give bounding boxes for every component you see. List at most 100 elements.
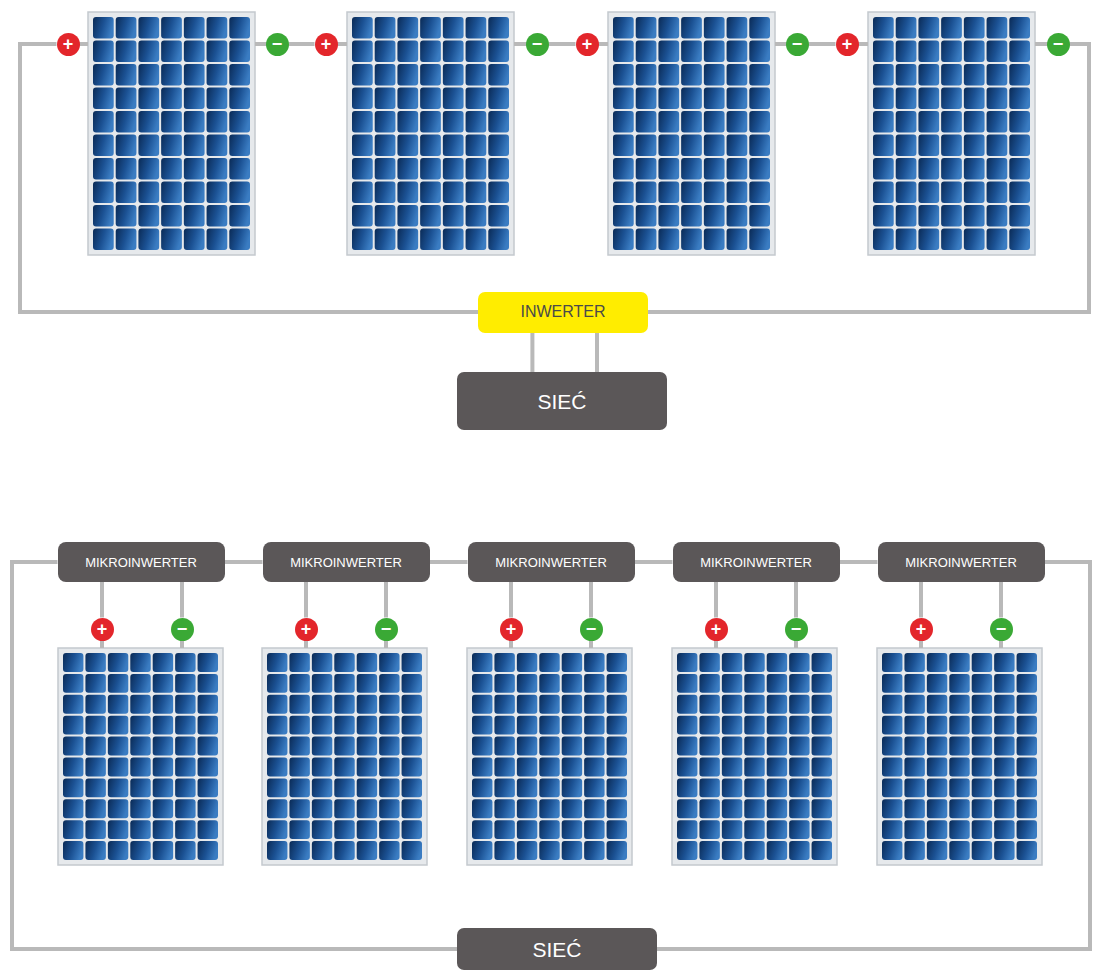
pv-cell [494, 841, 514, 860]
pv-cell [699, 674, 719, 693]
pv-cell [352, 229, 373, 251]
pv-cell [184, 17, 205, 39]
pv-cell [699, 695, 719, 714]
pv-cell [636, 41, 657, 63]
pv-cell [379, 737, 399, 756]
pv-cell [677, 716, 697, 735]
grid-box: SIEĆ [457, 928, 657, 970]
wire [304, 582, 308, 618]
pv-cell [539, 820, 559, 839]
pv-cell [727, 158, 748, 180]
pv-cell [744, 653, 764, 672]
pv-cell [607, 799, 627, 818]
pv-cell [443, 229, 464, 251]
pv-cell [63, 758, 83, 777]
node-label: + [711, 620, 722, 638]
pv-cell [289, 653, 309, 672]
pv-cell [607, 716, 627, 735]
pv-cell [175, 820, 195, 839]
wire [180, 582, 184, 618]
pv-cell [539, 841, 559, 860]
wire [549, 42, 576, 46]
pv-cell [699, 737, 719, 756]
pv-cell [904, 653, 924, 672]
pv-cell [184, 64, 205, 86]
pv-cell [397, 41, 418, 63]
pv-cell [85, 778, 105, 797]
pv-cell [517, 820, 537, 839]
pv-cell [130, 737, 150, 756]
pv-cell [267, 820, 287, 839]
negative-terminal: − [171, 618, 194, 641]
pv-cell [904, 778, 924, 797]
node-label: INWERTER [520, 304, 605, 320]
pv-cell [175, 778, 195, 797]
pv-cell [896, 205, 917, 227]
panel-lead [794, 640, 798, 648]
pv-cell [727, 229, 748, 251]
pv-cell [658, 88, 679, 110]
pv-cell [397, 229, 418, 251]
pv-cell [375, 41, 396, 63]
pv-cell [1017, 674, 1037, 693]
pv-cell [896, 229, 917, 251]
pv-cell [681, 158, 702, 180]
pv-cell [108, 737, 128, 756]
pv-cell [443, 158, 464, 180]
pv-cell [539, 758, 559, 777]
pv-cell [312, 695, 332, 714]
pv-cell [116, 17, 137, 39]
pv-cell [352, 88, 373, 110]
panel-lead [384, 640, 388, 648]
pv-cell [267, 695, 287, 714]
negative-terminal: − [1047, 33, 1070, 56]
node-label: − [1053, 35, 1064, 53]
pv-cell [722, 820, 742, 839]
panel-lead [304, 640, 308, 648]
pv-cell [93, 135, 114, 157]
pv-cell [289, 695, 309, 714]
pv-cell [161, 41, 182, 63]
pv-cell [184, 205, 205, 227]
pv-cell [312, 653, 332, 672]
pv-cell [722, 799, 742, 818]
pv-cell [229, 41, 250, 63]
pv-cell [658, 17, 679, 39]
pv-cell [198, 695, 218, 714]
node-label: + [582, 35, 593, 53]
node-label: − [586, 620, 597, 638]
pv-cell [1009, 135, 1030, 157]
pv-cell [488, 135, 509, 157]
pv-cell [229, 135, 250, 157]
terminal-disc [171, 618, 194, 641]
pv-cell [494, 716, 514, 735]
pv-cell [927, 653, 947, 672]
pv-cell [63, 716, 83, 735]
pv-cell [681, 182, 702, 204]
pv-cell [289, 716, 309, 735]
pv-cell [116, 182, 137, 204]
pv-cell [904, 716, 924, 735]
pv-cell [812, 674, 832, 693]
pv-cell [539, 674, 559, 693]
pv-cell [918, 205, 939, 227]
panel-lead [598, 42, 608, 46]
pv-cell [927, 758, 947, 777]
pv-cell [334, 758, 354, 777]
microinverter-box: MIKROINWERTER [468, 542, 635, 582]
pv-cell [613, 158, 634, 180]
pv-cell [267, 758, 287, 777]
wire [714, 582, 718, 618]
pv-cell [994, 695, 1014, 714]
node-label: − [381, 620, 392, 638]
terminal-disc [990, 618, 1013, 641]
pv-cell [85, 841, 105, 860]
pv-cell [722, 758, 742, 777]
pv-cell [1017, 778, 1037, 797]
pv-cell [584, 695, 604, 714]
pv-cell [964, 64, 985, 86]
terminal-disc [500, 618, 523, 641]
pv-cell [681, 64, 702, 86]
pv-cell [882, 674, 902, 693]
pv-cell [744, 674, 764, 693]
